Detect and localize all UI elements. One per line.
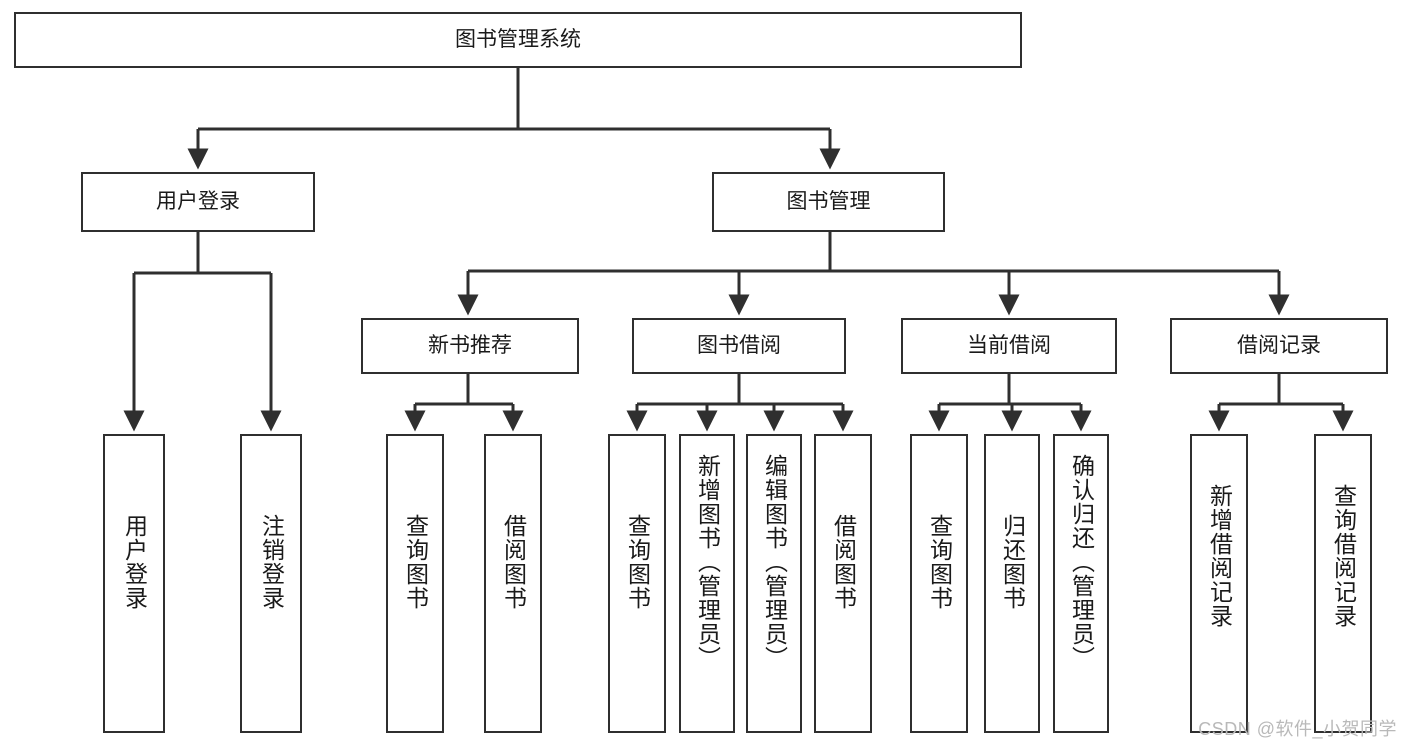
node-leaf-query-book-3-label: 查询图书 (926, 514, 953, 610)
node-book-manage[interactable]: 图书管理 (712, 172, 945, 232)
node-leaf-add-book[interactable]: 新增图书（管理员） (679, 434, 735, 733)
node-leaf-return-book-label: 归还图书 (999, 514, 1026, 610)
node-leaf-add-record[interactable]: 新增借阅记录 (1190, 434, 1248, 733)
node-leaf-query-book-2[interactable]: 查询图书 (608, 434, 666, 733)
node-leaf-query-book-2-label: 查询图书 (624, 514, 651, 610)
node-leaf-query-book-1-label: 查询图书 (402, 514, 429, 610)
node-leaf-user-login[interactable]: 用户登录 (103, 434, 165, 733)
node-leaf-return-book[interactable]: 归还图书 (984, 434, 1040, 733)
node-leaf-query-record-label: 查询借阅记录 (1330, 484, 1357, 628)
node-leaf-user-login-label: 用户登录 (121, 514, 148, 610)
node-leaf-edit-book-label: 编辑图书（管理员） (761, 454, 788, 670)
node-borrow-record[interactable]: 借阅记录 (1170, 318, 1388, 374)
node-leaf-add-book-label: 新增图书（管理员） (694, 454, 721, 670)
node-leaf-query-book-3[interactable]: 查询图书 (910, 434, 968, 733)
node-leaf-query-book-1[interactable]: 查询图书 (386, 434, 444, 733)
node-leaf-borrow-book-2-label: 借阅图书 (830, 514, 857, 610)
node-user-login[interactable]: 用户登录 (81, 172, 315, 232)
node-leaf-add-record-label: 新增借阅记录 (1206, 484, 1233, 628)
node-book-borrow-label: 图书借阅 (697, 333, 781, 357)
node-leaf-borrow-book-1[interactable]: 借阅图书 (484, 434, 542, 733)
node-book-manage-label: 图书管理 (786, 189, 871, 213)
node-leaf-borrow-book-1-label: 借阅图书 (500, 514, 527, 610)
node-leaf-user-logout-label: 注销登录 (258, 514, 285, 610)
node-leaf-borrow-book-2[interactable]: 借阅图书 (814, 434, 872, 733)
node-leaf-query-record[interactable]: 查询借阅记录 (1314, 434, 1372, 733)
node-root-label: 图书管理系统 (455, 27, 581, 51)
node-leaf-edit-book[interactable]: 编辑图书（管理员） (746, 434, 802, 733)
node-leaf-confirm-return-label: 确认归还（管理员） (1068, 454, 1095, 670)
node-leaf-confirm-return[interactable]: 确认归还（管理员） (1053, 434, 1109, 733)
node-borrow-record-label: 借阅记录 (1237, 333, 1321, 357)
node-new-book-recommend[interactable]: 新书推荐 (361, 318, 579, 374)
node-current-borrow[interactable]: 当前借阅 (901, 318, 1117, 374)
node-book-borrow[interactable]: 图书借阅 (632, 318, 846, 374)
node-user-login-label: 用户登录 (156, 189, 240, 213)
node-leaf-user-logout[interactable]: 注销登录 (240, 434, 302, 733)
node-new-book-recommend-label: 新书推荐 (428, 333, 512, 357)
node-current-borrow-label: 当前借阅 (967, 333, 1051, 357)
node-root[interactable]: 图书管理系统 (14, 12, 1022, 68)
